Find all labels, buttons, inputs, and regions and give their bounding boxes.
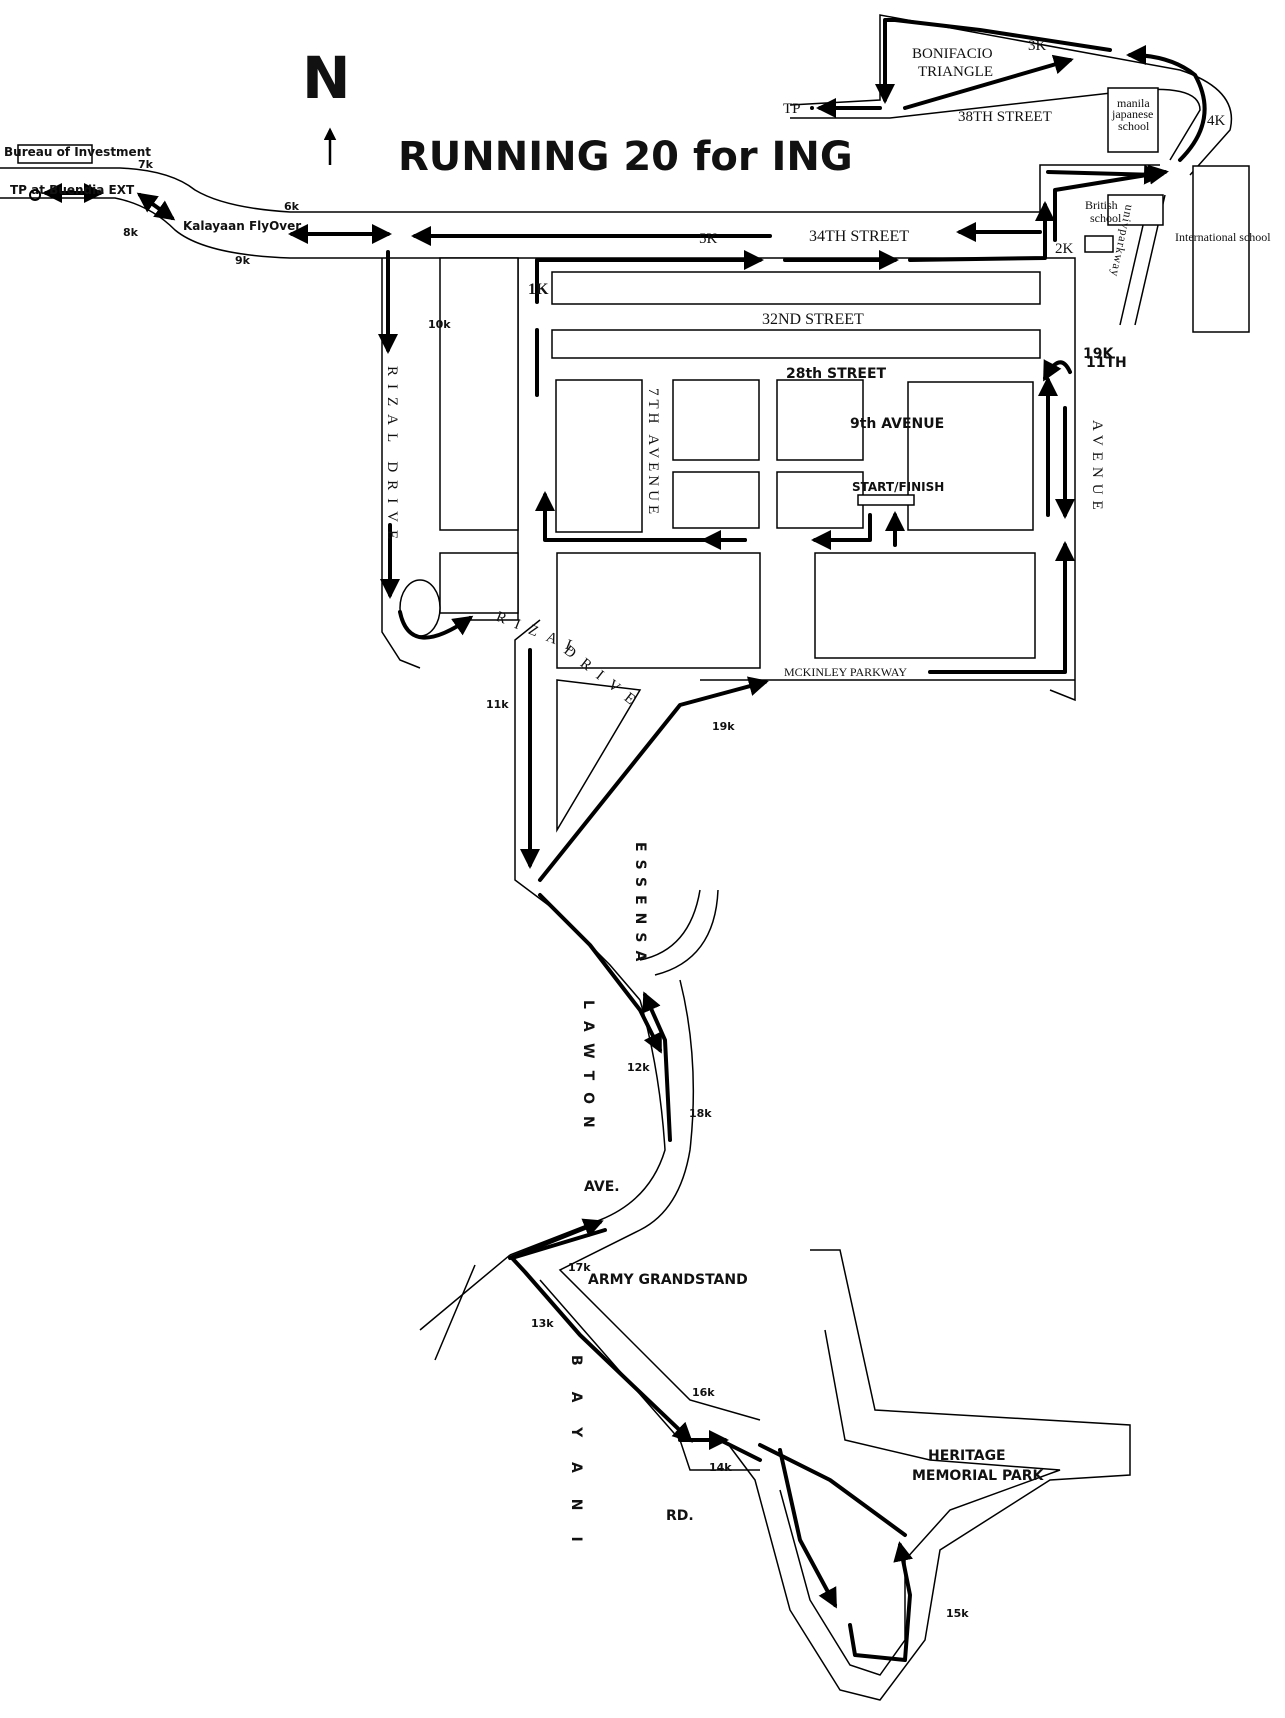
start-finish-box xyxy=(857,494,915,506)
block-11th xyxy=(907,381,1034,531)
block-a xyxy=(672,379,760,461)
street-rizal-drive: RIZAL DRIVE xyxy=(384,366,400,547)
km-8k: 8k xyxy=(123,226,139,239)
street-34th: 34TH STREET xyxy=(809,228,909,245)
tp-dot-icon xyxy=(810,106,814,110)
label-kalayaan: Kalayaan FlyOver xyxy=(183,219,301,233)
label-start-finish: START/FINISH xyxy=(852,480,944,494)
label-heritage-2: MEMORIAL PARK xyxy=(912,1468,1045,1484)
block-international xyxy=(1192,165,1250,333)
km-1k: 1K xyxy=(528,281,549,298)
km-15k: 15k xyxy=(946,1607,969,1620)
km-6k: 6k xyxy=(284,200,300,213)
block-b xyxy=(776,379,864,461)
block-7th-west xyxy=(555,379,643,533)
block-32nd-south xyxy=(551,329,1041,359)
km-3k: 3K xyxy=(1028,38,1047,54)
block-mjs xyxy=(1107,87,1159,153)
label-british-2: school xyxy=(1090,211,1122,225)
km-7k: 7k xyxy=(138,158,154,171)
street-lawton: LAWTON xyxy=(580,1000,596,1140)
north-indicator: N xyxy=(302,44,351,165)
block-triangle-south xyxy=(556,679,642,833)
label-tp-buendia: TP at Buendia EXT xyxy=(10,183,135,197)
block-c xyxy=(672,471,760,529)
block-rizal-west xyxy=(439,257,519,531)
km-markers: 1K 2K 3K 4K 5K 6k 7k 8k 9k 10k 11k 12k 1… xyxy=(123,38,1226,1620)
km-4k: 4K xyxy=(1207,113,1226,129)
label-heritage-1: HERITAGE xyxy=(928,1448,1006,1464)
block-rizal-small xyxy=(439,552,519,614)
label-international: International school xyxy=(1175,230,1271,244)
street-rd: RD. xyxy=(666,1508,694,1524)
km-16k: 16k xyxy=(692,1386,715,1399)
street-7th: 7TH AVENUE xyxy=(645,388,661,518)
km-2k: 2K xyxy=(1055,241,1074,257)
label-british-1: British xyxy=(1085,198,1118,212)
block-british xyxy=(1107,194,1164,226)
street-labels: 34TH STREET 32ND STREET 28th STREET 38TH… xyxy=(584,109,1127,1524)
street-11th-top: 11TH xyxy=(1086,355,1127,371)
label-bonifacio-2: TRIANGLE xyxy=(918,64,993,80)
street-32nd: 32ND STREET xyxy=(762,311,864,328)
label-mjs-1: manila xyxy=(1117,96,1150,110)
km-10k: 10k xyxy=(428,318,451,331)
label-tp: TP xyxy=(783,101,801,117)
km-12k: 12k xyxy=(627,1061,650,1074)
block-british-small xyxy=(1084,235,1114,253)
street-essensa: ESSENSA xyxy=(632,842,648,969)
street-ave: AVE. xyxy=(584,1179,620,1195)
block-bureau xyxy=(17,144,93,164)
block-rizal-south xyxy=(556,552,761,669)
km-18k: 18k xyxy=(689,1107,712,1120)
km-11k: 11k xyxy=(486,698,509,711)
label-mjs-2: japanese xyxy=(1111,107,1153,121)
km-5k: 5K xyxy=(699,231,718,247)
street-9th: 9th AVENUE xyxy=(850,416,944,432)
street-28th: 28th STREET xyxy=(786,366,887,382)
km-19k: 19k xyxy=(712,720,735,733)
km-17k: 17k xyxy=(568,1261,591,1274)
street-38th: 38TH STREET xyxy=(958,109,1052,125)
block-32nd-north xyxy=(551,271,1041,305)
road-outlines xyxy=(0,14,1233,1701)
block-d xyxy=(776,471,864,529)
street-bayani: BAYANI xyxy=(568,1355,584,1568)
tp-turn-icon xyxy=(29,189,42,201)
street-mckinley: MCKINLEY PARKWAY xyxy=(784,665,907,679)
block-mckinley xyxy=(814,552,1036,659)
label-army-grandstand: ARMY GRANDSTAND xyxy=(588,1272,748,1288)
km-9k: 9k xyxy=(235,254,251,267)
label-bonifacio-1: BONIFACIO xyxy=(912,46,993,62)
km-14k: 14k xyxy=(709,1461,732,1474)
place-labels: Bureau of Investment TP at Buendia EXT K… xyxy=(4,46,1271,1484)
city-blocks xyxy=(17,87,1250,833)
map-title: RUNNING 20 for ING xyxy=(398,134,853,180)
label-bureau: Bureau of Investment xyxy=(4,145,151,159)
label-mjs-3: school xyxy=(1118,119,1150,133)
km-13k: 13k xyxy=(531,1317,554,1330)
km-19k-top: 19K xyxy=(1083,346,1114,362)
north-label: N xyxy=(302,44,351,112)
street-11th-rest: AVENUE xyxy=(1089,420,1105,516)
route-lines xyxy=(42,18,1207,1662)
